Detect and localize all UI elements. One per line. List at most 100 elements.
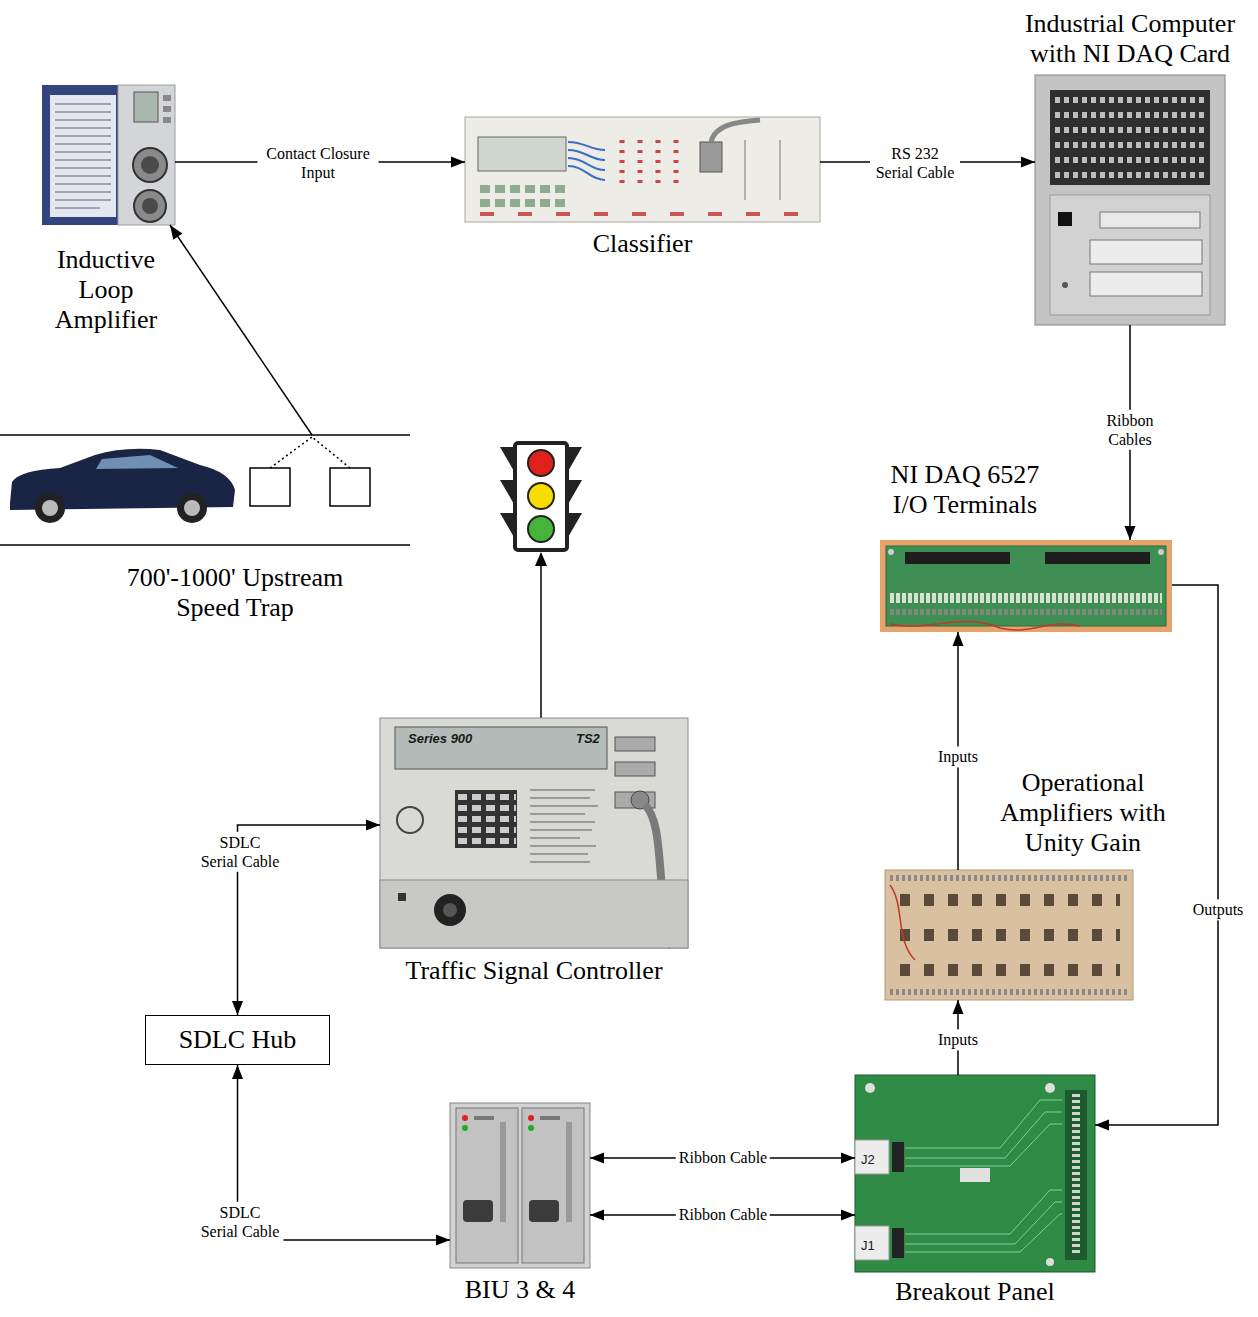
- breakout-panel-photo: [855, 1075, 1095, 1272]
- breakout-panel-photo: [855, 1075, 1095, 1272]
- biu-photo: [528, 1125, 534, 1131]
- biu-photo: [456, 1108, 518, 1263]
- controller-photo: [455, 790, 517, 848]
- computer-photo: [1100, 212, 1200, 228]
- classifier-photo: [465, 117, 820, 222]
- classifier-photo: [568, 142, 605, 180]
- connector-label: SDLC Serial Cable: [197, 832, 284, 872]
- traffic-light-symbol: [567, 447, 582, 473]
- op-amp-board-photo: [890, 989, 1128, 995]
- connector: [170, 225, 312, 435]
- car-picture: [10, 449, 235, 523]
- car-picture: [42, 500, 58, 516]
- loop-amplifier-photo: [118, 85, 175, 225]
- connector: [1095, 585, 1218, 1131]
- breakout-panel-photo: [892, 1228, 904, 1258]
- io-terminal-photo: [1158, 549, 1164, 555]
- classifier-photo: [711, 120, 760, 142]
- io-terminal-photo: [880, 540, 1172, 632]
- loop-amplifier-photo: [163, 95, 171, 101]
- biu-photo: [528, 1115, 534, 1121]
- controller-photo: [380, 718, 688, 948]
- op-amp-board: Operational Amplifiers with Unity Gain: [885, 870, 1133, 1000]
- traffic-light-symbol: [500, 447, 515, 473]
- controller-photo: [615, 762, 655, 776]
- controller-photo: [458, 816, 516, 822]
- loop-amplifier-photo: [134, 92, 158, 122]
- computer-photo: [1035, 75, 1225, 325]
- classifier-photo: [656, 140, 661, 190]
- computer-photo: [1055, 97, 1205, 103]
- signal-arrow: [540, 562, 542, 718]
- io-terminal-photo: [1045, 552, 1150, 564]
- loop-amplifier-photo: [163, 117, 171, 123]
- breakout-panel-photo: [1065, 1090, 1087, 1260]
- computer-photo: [1050, 195, 1210, 315]
- controller-photo: [530, 790, 598, 862]
- biu-photo: [529, 1200, 559, 1222]
- traffic-light-symbol: [515, 443, 567, 550]
- speed-trap: 700'-1000' Upstream Speed Trap: [0, 435, 412, 545]
- road: [0, 435, 410, 545]
- photo-text: Series 900: [408, 732, 472, 746]
- arrow-head: [366, 820, 380, 831]
- io-terminals: NI DAQ 6527 I/O Terminals: [880, 540, 1172, 632]
- io-terminal-photo: [905, 552, 1010, 564]
- controller-photo: [443, 903, 457, 917]
- controller-photo: [397, 807, 423, 833]
- classifier-photo: [480, 199, 565, 207]
- car-picture: [35, 493, 65, 523]
- computer-photo: [1055, 127, 1205, 133]
- inductive-loop: [270, 437, 312, 468]
- device-label: Industrial Computer with NI DAQ Card: [1015, 9, 1245, 69]
- classifier-photo: [620, 140, 625, 190]
- car-picture: [96, 455, 178, 469]
- arrow-head: [953, 1000, 964, 1014]
- op-amp-board-photo: [900, 929, 1120, 941]
- classifier-photo: [700, 142, 722, 172]
- controller-photo: [398, 893, 406, 901]
- computer-photo: [1090, 240, 1202, 264]
- device-label: SDLC Hub: [179, 1025, 297, 1055]
- controller-photo: [380, 880, 688, 948]
- op-amp-board-photo: [890, 875, 1128, 881]
- controller-photo: [380, 718, 688, 948]
- arrow-head: [590, 1153, 604, 1164]
- signal-arrow: [535, 552, 547, 566]
- op-amp-board-photo: [885, 870, 1133, 1000]
- loop-amplifier-photo: [142, 198, 158, 214]
- photo-text: TS2: [576, 732, 600, 746]
- arrow-head: [1021, 157, 1035, 168]
- inductive-loop: [312, 437, 350, 468]
- traffic-light-symbol: [500, 513, 515, 539]
- biu-photo: [474, 1116, 494, 1120]
- arrow-head: [953, 632, 964, 646]
- loop-amplifier-photo: [42, 85, 175, 225]
- device-label: BIU 3 & 4: [430, 1275, 610, 1305]
- connector-label: Inputs: [935, 1029, 981, 1050]
- traffic-light-symbol: [528, 450, 554, 476]
- industrial-computer: Industrial Computer with NI DAQ Card: [1035, 75, 1225, 325]
- biu-photo: [522, 1108, 584, 1263]
- signal-arrow: [535, 552, 547, 718]
- device-label: Traffic Signal Controller: [360, 956, 708, 986]
- biu-photo: [450, 1103, 590, 1268]
- classifier: Classifier: [465, 117, 820, 222]
- inductive-loop: [250, 437, 370, 506]
- connector-label: Ribbon Cables: [1097, 410, 1163, 450]
- device-label: Breakout Panel: [845, 1277, 1105, 1307]
- breakout-panel-photo: [855, 1140, 889, 1174]
- connector-label: Inputs: [935, 746, 981, 767]
- biu-photo: [462, 1115, 468, 1121]
- hub-box: SDLC Hub: [145, 1015, 330, 1065]
- computer-photo: [1055, 142, 1205, 148]
- connector-label: Ribbon Cable: [676, 1204, 770, 1225]
- traffic-light-symbol: [528, 483, 554, 509]
- breakout-panel-photo: [1072, 1094, 1080, 1256]
- breakout-panel-photo: [1045, 1083, 1055, 1093]
- computer-photo: [1058, 212, 1072, 226]
- loop-amplifier-photo: [141, 156, 159, 174]
- io-terminal-photo: [886, 546, 1166, 626]
- car-picture: [184, 500, 200, 516]
